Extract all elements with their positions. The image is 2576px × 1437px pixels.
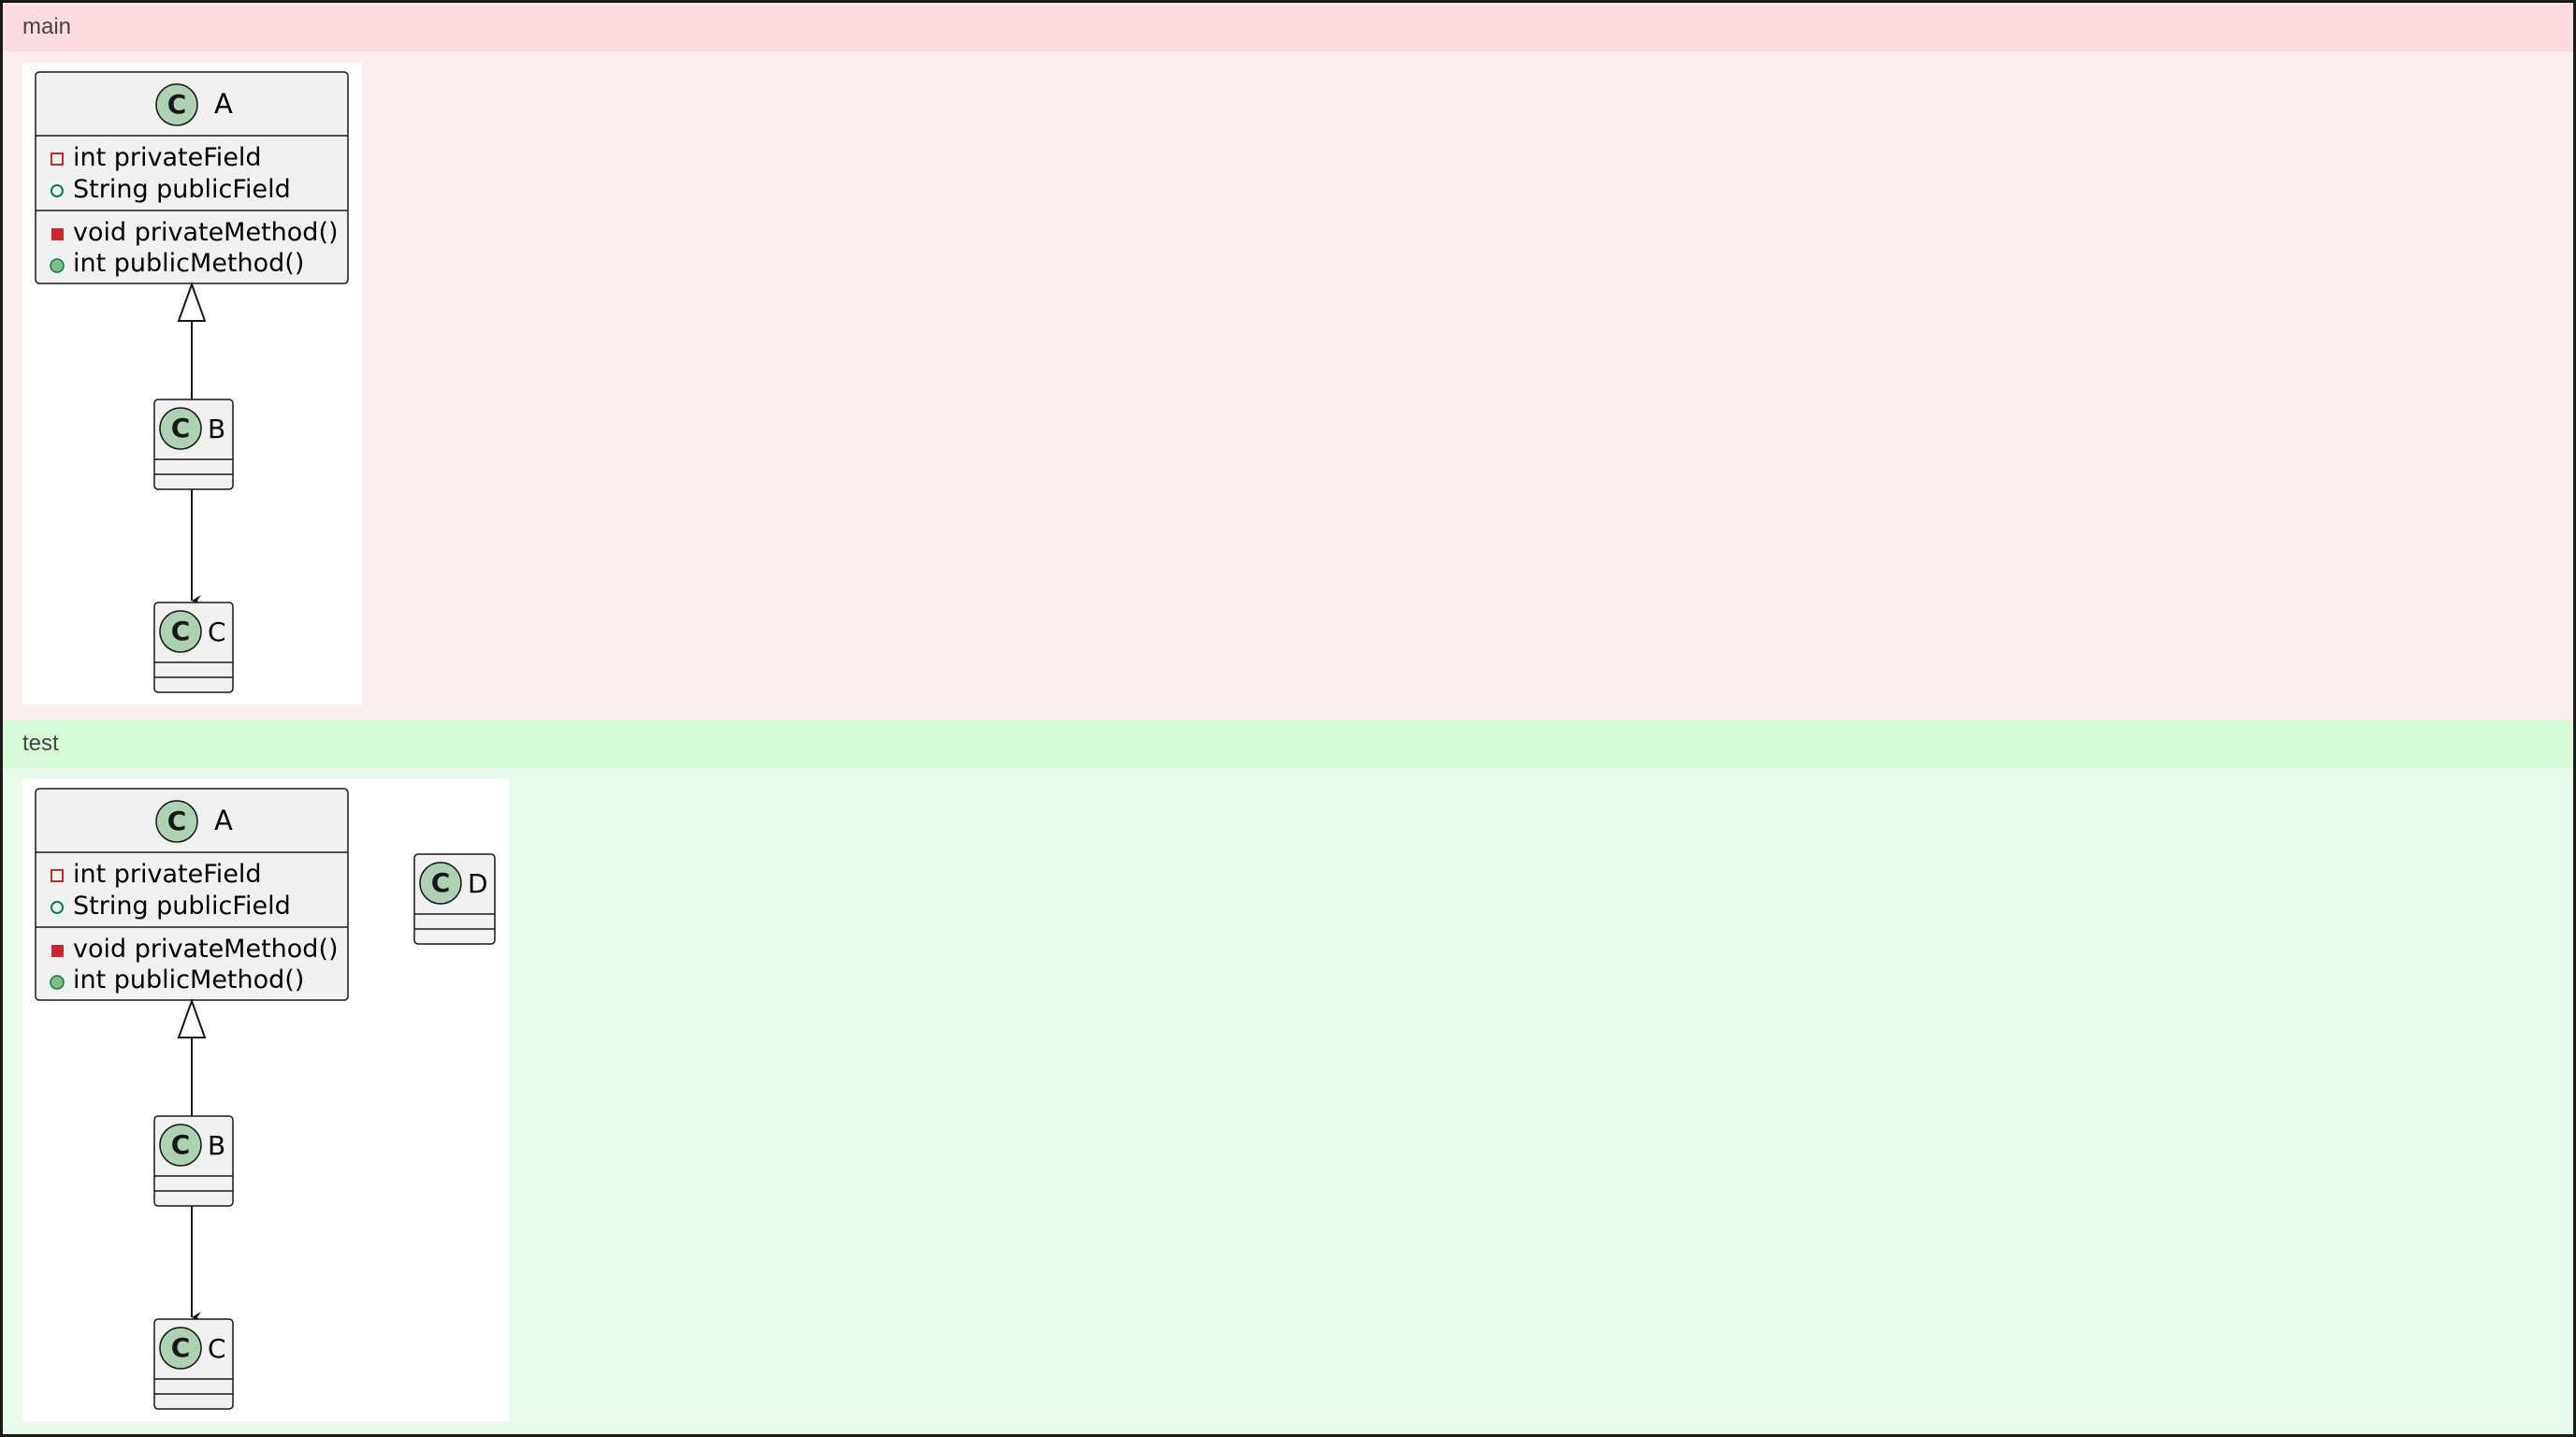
class-a-name: A — [214, 805, 233, 836]
public-method-marker — [50, 975, 65, 990]
class-b-name: B — [208, 414, 225, 444]
main-pane: main C A int privateField — [3, 3, 2573, 719]
class-a-field: String publicField — [73, 892, 291, 921]
class-a-method: int publicMethod() — [73, 965, 304, 994]
class-a-method: int publicMethod() — [73, 249, 304, 278]
class-icon-letter: C — [171, 1332, 191, 1363]
class-a-field: String publicField — [73, 175, 291, 204]
public-field-marker — [51, 184, 64, 197]
class-icon — [419, 862, 462, 905]
diff-viewer: main C A int privateField — [3, 3, 2573, 1434]
class-icon — [155, 83, 198, 126]
class-icon — [159, 1124, 202, 1167]
class-icon-letter: C — [171, 1129, 191, 1160]
main-class-diagram: C A int privateField String publicField … — [35, 71, 349, 693]
test-diagram-canvas[interactable]: C A int privateField String publicField … — [22, 779, 509, 1421]
class-c[interactable]: C C — [153, 1318, 234, 1410]
main-diagram-canvas[interactable]: C A int privateField String publicField … — [22, 63, 362, 704]
class-b-name: B — [208, 1130, 225, 1161]
class-b[interactable]: C B — [153, 399, 234, 490]
class-icon-letter: C — [431, 867, 451, 898]
class-icon-letter: C — [167, 806, 187, 836]
public-method-marker — [50, 258, 65, 273]
class-d[interactable]: C D — [413, 853, 496, 945]
class-a-field: int privateField — [73, 860, 262, 889]
class-a[interactable]: C A int privateField String publicField … — [35, 71, 349, 284]
class-icon-letter: C — [167, 89, 187, 120]
class-a[interactable]: C A int privateField String publicField … — [35, 788, 349, 1001]
class-c-name: C — [208, 617, 226, 647]
class-icon — [159, 1327, 202, 1370]
public-field-marker — [51, 901, 64, 914]
inheritance-edge — [177, 998, 207, 1116]
class-icon — [159, 407, 202, 450]
class-c-name: C — [208, 1333, 226, 1364]
private-field-marker — [51, 869, 64, 882]
inheritance-edge — [177, 282, 207, 399]
test-class-diagram: C A int privateField String publicField … — [35, 788, 496, 1410]
class-icon-letter: C — [171, 413, 191, 443]
private-method-marker — [51, 228, 64, 240]
private-method-marker — [51, 945, 64, 957]
class-a-method: void privateMethod() — [73, 935, 339, 964]
class-icon — [159, 610, 202, 653]
class-a-name: A — [214, 88, 233, 120]
test-pane: test C A int privateField — [3, 719, 2573, 1434]
class-a-method: void privateMethod() — [73, 218, 339, 247]
class-a-field: int privateField — [73, 143, 262, 172]
private-field-marker — [51, 152, 64, 166]
main-pane-label: main — [3, 3, 2573, 51]
test-pane-label: test — [3, 719, 2573, 768]
class-d-name: D — [468, 868, 488, 899]
class-c[interactable]: C C — [153, 602, 234, 693]
class-icon-letter: C — [171, 616, 191, 646]
class-icon — [155, 800, 198, 843]
class-b[interactable]: C B — [153, 1115, 234, 1207]
